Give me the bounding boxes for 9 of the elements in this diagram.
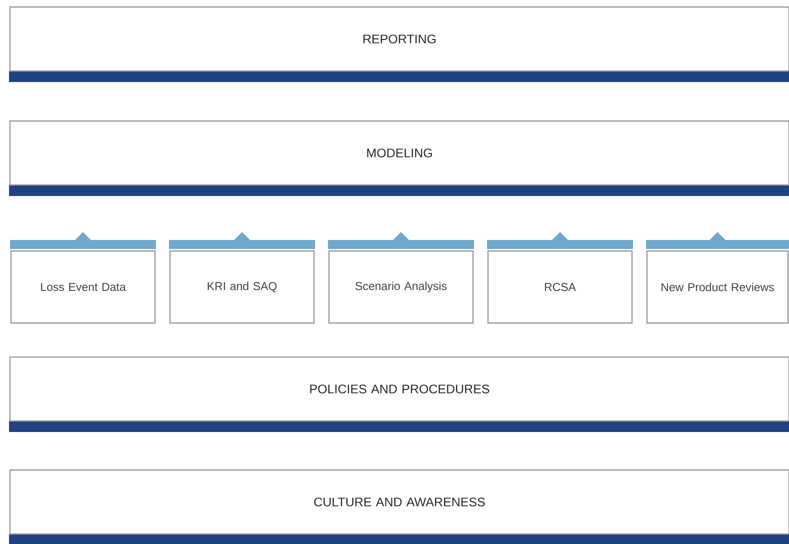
category-tab: KRI and SAQ	[169, 232, 315, 324]
layer-band: CULTURE AND AWARENESS	[9, 469, 789, 544]
layer-band: MODELING	[9, 120, 789, 196]
category-tab: RCSA	[487, 232, 633, 324]
category-tab: Loss Event Data	[10, 232, 156, 324]
category-tab: Scenario Analysis	[328, 232, 474, 324]
layer-band: REPORTING	[9, 6, 789, 82]
category-tab: New Product Reviews	[646, 232, 789, 324]
layer-band: POLICIES AND PROCEDURES	[9, 356, 789, 432]
